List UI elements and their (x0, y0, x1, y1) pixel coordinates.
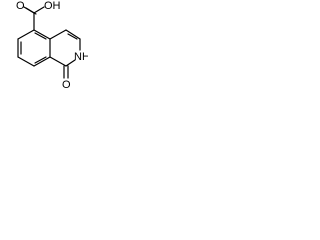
chemical-structure-canvas: O OH NH O (0, 0, 88, 90)
ring-bond-c7-c8 (17, 56, 35, 67)
benzene-ring (17, 29, 51, 67)
hydroxyl-label: OH (44, 0, 61, 12)
carboxyl-single-bond (33, 6, 45, 14)
ring-bond-c4-c3 (65, 29, 81, 40)
amide-nitrogen-label: NH (74, 51, 88, 63)
ring-bond-c4a-c4 (49, 29, 67, 40)
isoquinolinone-structure-drawing: O OH NH O (16, 0, 88, 90)
lactam-carbonyl (63, 65, 69, 79)
ring-bond-c1-c8a (49, 56, 67, 67)
pyridinone-ring (49, 29, 81, 67)
ring-bond-c5-c6 (17, 29, 35, 40)
carbonyl-oxygen-label: O (62, 79, 71, 90)
carboxylic-acid-group (23, 6, 45, 31)
ring-double-bond-c3-c4 (67, 33, 78, 40)
aromatic-double-bond-top (34, 32, 47, 40)
ring-bond-n2-c1 (65, 59, 76, 67)
aromatic-double-bond-bottom (34, 56, 47, 64)
ring-bond-c8-c8a (33, 56, 51, 67)
ring-bond-c4a-c5 (33, 29, 51, 40)
carboxyl-oxygen-label: O (16, 0, 25, 12)
